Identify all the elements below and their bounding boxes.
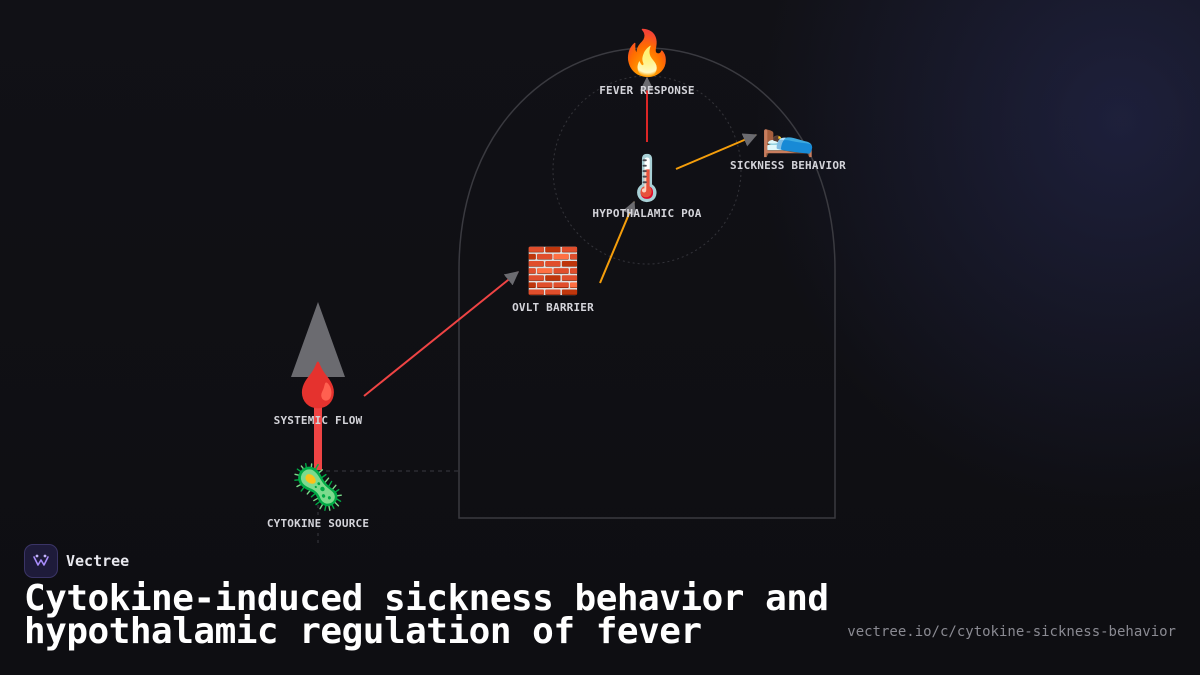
- node-label-ovlt: OVLT BARRIER: [512, 301, 594, 314]
- fire-icon: 🔥: [620, 28, 675, 79]
- microbe-icon: 🦠: [291, 462, 346, 513]
- blood-drop-icon: 🩸: [291, 360, 346, 411]
- brand-name: Vectree: [66, 552, 130, 570]
- node-label-sickness: SICKNESS BEHAVIOR: [730, 159, 846, 172]
- thermometer-icon: 🌡️: [620, 153, 675, 204]
- hypothalamus-zone: [552, 75, 742, 265]
- node-label-cytokine: CYTOKINE SOURCE: [267, 517, 369, 530]
- brand: Vectree: [24, 544, 129, 578]
- systemic-flow-arrowhead: [291, 302, 345, 377]
- edge-poa-sickness: [675, 133, 758, 170]
- brain-outline: [458, 47, 836, 519]
- node-systemic-flow: 🩸 SYSTEMIC FLOW: [274, 360, 363, 427]
- source-url: vectree.io/c/cytokine-sickness-behavior: [847, 624, 1176, 640]
- node-label-systemic: SYSTEMIC FLOW: [274, 414, 363, 427]
- brick-wall-icon: 🧱: [526, 246, 581, 297]
- node-fever-response: 🔥 FEVER RESPONSE: [599, 28, 695, 97]
- node-hypothalamic-poa: 🌡️ HYPOTHALAMIC POA: [592, 153, 701, 220]
- node-cytokine-source: 🦠 CYTOKINE SOURCE: [267, 462, 369, 530]
- node-ovlt-barrier: 🧱 OVLT BARRIER: [512, 246, 594, 314]
- edge-systemic-ovlt: [363, 271, 520, 397]
- node-label-poa: HYPOTHALAMIC POA: [592, 207, 701, 220]
- node-sickness-behavior: 🛌 SICKNESS BEHAVIOR: [730, 108, 846, 172]
- page-title: Cytokine-induced sickness behavior and h…: [24, 578, 829, 652]
- bed-icon: 🛌: [761, 108, 816, 159]
- edge-ovlt-poa: [599, 200, 636, 284]
- vectree-logo-icon: [24, 544, 58, 578]
- node-label-fever: FEVER RESPONSE: [599, 84, 695, 97]
